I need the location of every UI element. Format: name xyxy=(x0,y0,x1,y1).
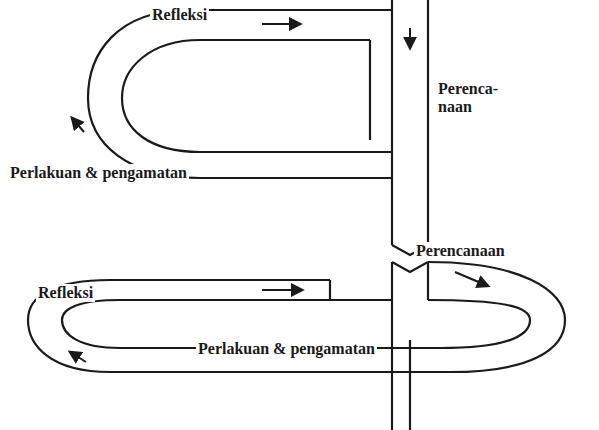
stage-label: Perencanaan xyxy=(414,242,507,260)
stage-label: Perlakuan & pengamatan xyxy=(196,340,377,358)
stage-label: Refleksi xyxy=(36,284,95,302)
stage-label: Perenca- naan xyxy=(436,80,500,115)
stage-label: Refleksi xyxy=(150,6,209,24)
stage-label: Perlakuan & pengamatan xyxy=(8,164,189,182)
